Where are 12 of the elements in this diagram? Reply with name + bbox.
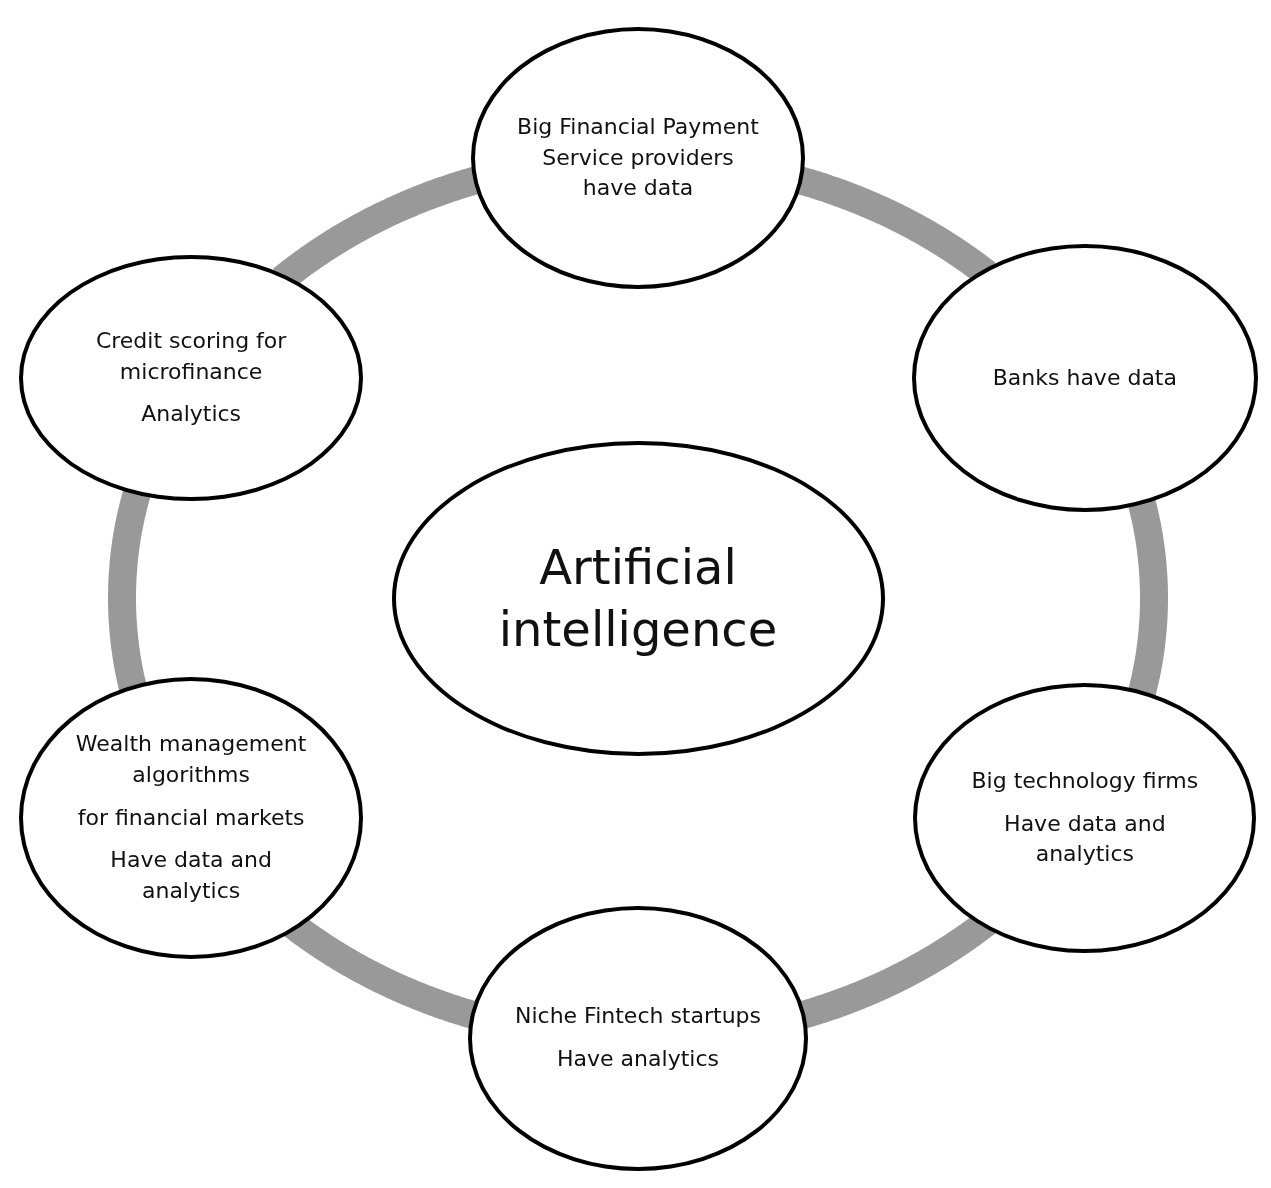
node-text: Banks have data: [992, 363, 1177, 392]
node-text: Analytics: [141, 400, 242, 429]
node-text: Have analytics: [557, 1045, 719, 1073]
node-text: Have data and analytics: [109, 846, 273, 906]
node-text: Big Financial Payment Service providers have data: [516, 112, 760, 203]
node-text: Niche Fintech startups: [514, 1002, 762, 1031]
node-text: for financial markets: [77, 803, 305, 832]
node-text: Have data and analytics: [1003, 809, 1167, 869]
node-text: Credit scoring for microfinance: [94, 326, 288, 386]
node-text: Big technology firms: [971, 766, 1199, 795]
node-text: Wealth management algorithms: [74, 730, 308, 789]
node-text: Artificial intelligence: [497, 537, 779, 659]
